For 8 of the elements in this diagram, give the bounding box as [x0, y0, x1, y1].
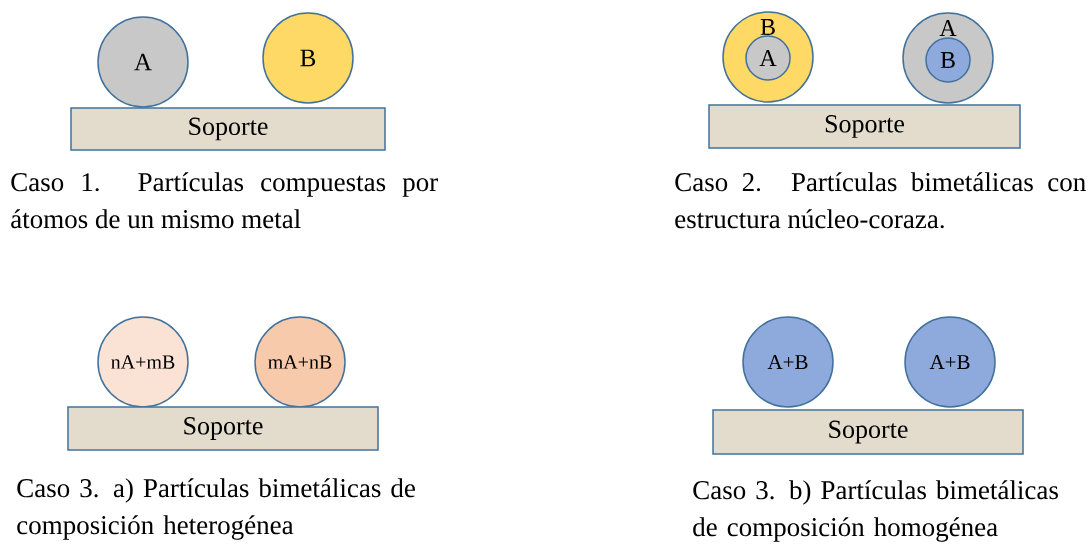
- caption: Caso 3. a) Partículas bimetálicas de composición heterogénea: [17, 478, 415, 540]
- caption: Caso 1. Partículas compuestas por átomos de un mismo metal: [11, 172, 438, 229]
- support-bar: Soporte: [70, 107, 386, 151]
- caption: Caso 2. Partículas bimetálicas con estructura núcleo-coraza.: [675, 172, 1086, 229]
- caption: Caso 3. b) Partículas bimetálicas de composición homogénea: [693, 480, 1058, 542]
- support-bar: Soporte: [67, 406, 379, 451]
- support-bar: Soporte: [708, 104, 1021, 149]
- support-bar: Soporte: [712, 409, 1024, 455]
